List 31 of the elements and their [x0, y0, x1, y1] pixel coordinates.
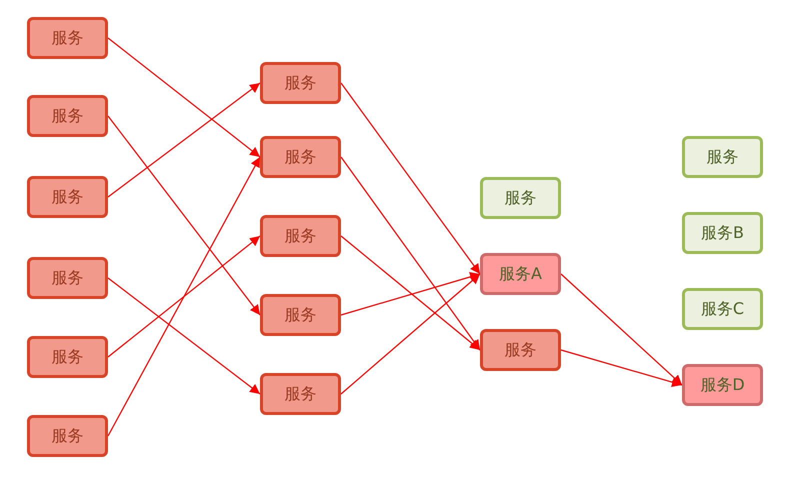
arrow	[108, 38, 260, 158]
service-box: 服务C	[682, 288, 763, 330]
service-box: 服务	[480, 177, 561, 219]
service-box: 服务	[27, 336, 108, 378]
arrow	[108, 82, 260, 198]
service-box: 服务	[260, 294, 341, 336]
service-box: 服务B	[682, 212, 763, 254]
arrow	[340, 274, 480, 394]
service-box: 服务D	[682, 364, 763, 406]
service-box: 服务	[260, 62, 341, 104]
service-box: 服务	[27, 95, 108, 137]
arrow	[108, 278, 260, 394]
arrow	[340, 236, 480, 350]
arrow	[340, 156, 480, 350]
service-box: 服务A	[480, 253, 561, 295]
service-box: 服务	[27, 415, 108, 457]
service-box: 服务	[27, 257, 108, 299]
arrow	[340, 82, 480, 274]
service-box: 服务	[27, 176, 108, 218]
service-box: 服务	[480, 329, 561, 371]
arrow	[107, 156, 261, 436]
service-box: 服务	[260, 215, 341, 257]
service-box: 服务	[260, 136, 341, 178]
arrow	[560, 349, 682, 388]
arrow	[108, 236, 260, 358]
service-box: 服务	[682, 136, 763, 178]
service-box: 服务	[260, 373, 341, 415]
arrow	[108, 116, 260, 316]
service-box: 服务	[27, 17, 108, 59]
arrow	[340, 272, 480, 316]
arrow	[560, 274, 682, 386]
